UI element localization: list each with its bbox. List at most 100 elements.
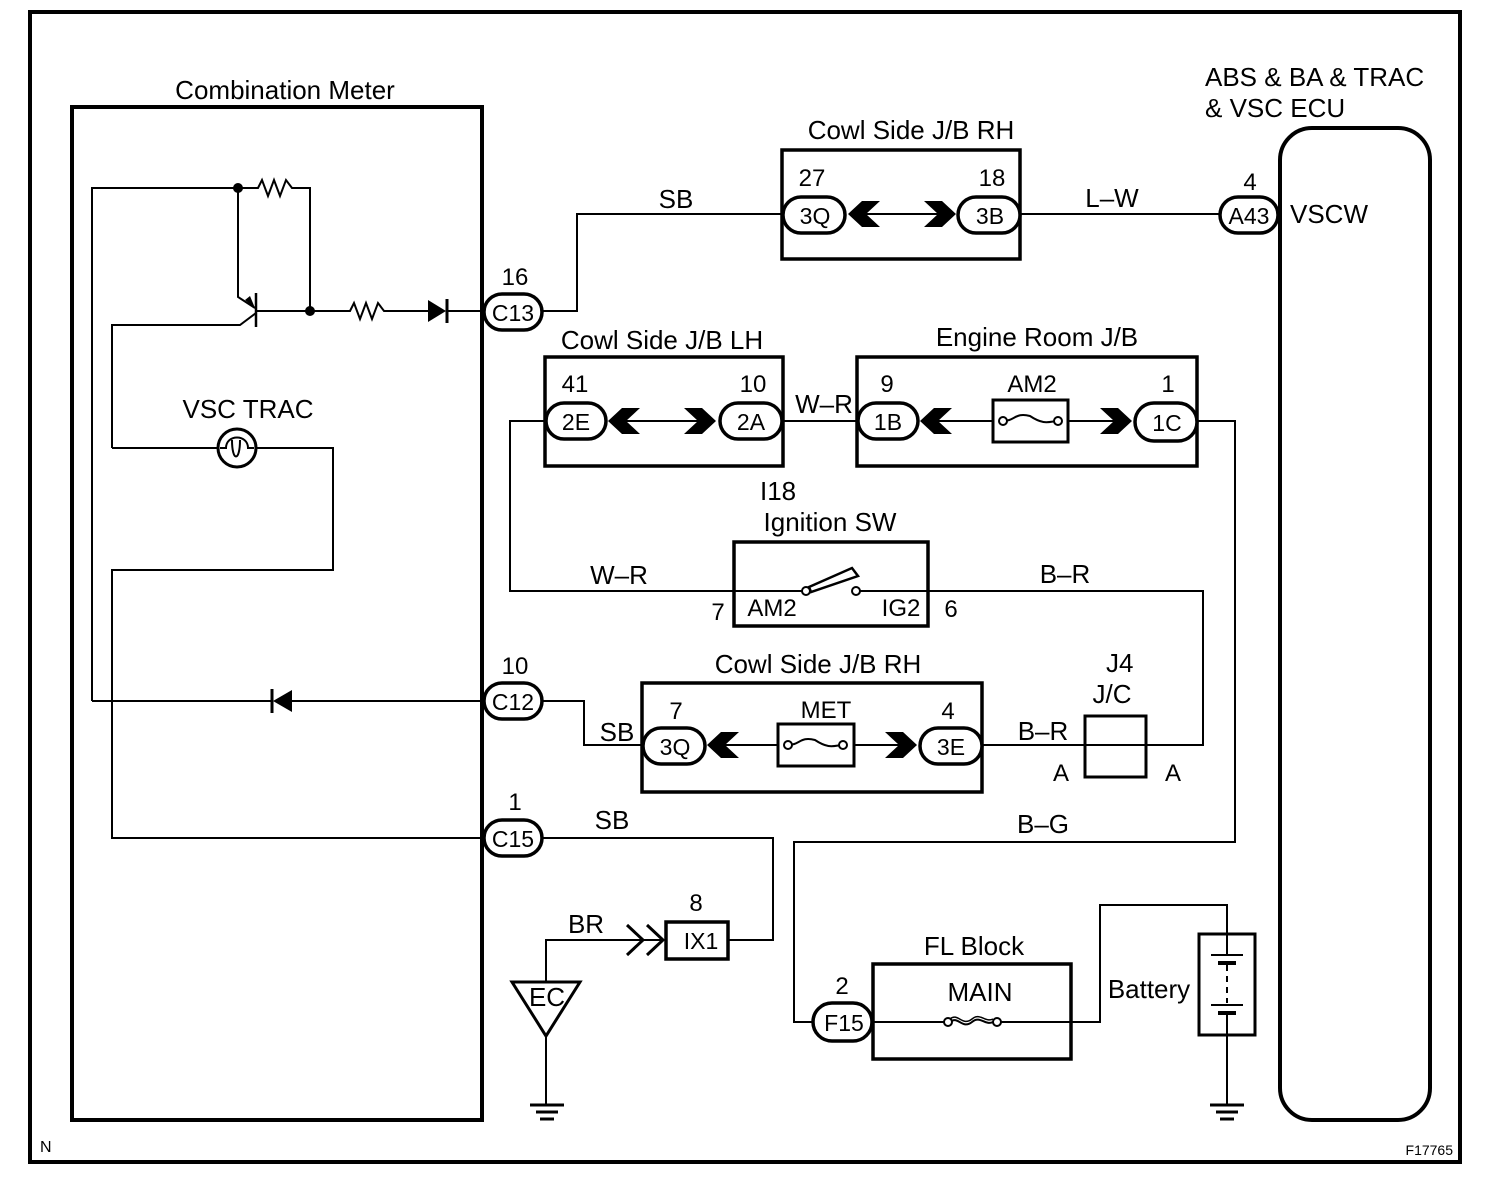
wire-color-label: B–R: [1040, 559, 1091, 589]
junction-block-title: Cowl Side J/B RH: [808, 115, 1015, 145]
ecu-title-line1: ABS & BA & TRAC: [1205, 62, 1424, 92]
wire-color-label: SB: [600, 717, 635, 747]
switch-pin-number: 7: [711, 599, 724, 626]
fl-block-title: FL Block: [924, 931, 1025, 961]
connector-f15[interactable]: 2 F15: [811, 973, 874, 1043]
junction-block-title: Cowl Side J/B LH: [561, 325, 763, 355]
wire-color-label: B–G: [1017, 809, 1069, 839]
male-terminal-icon: [1100, 408, 1132, 434]
battery-label: Battery: [1108, 974, 1190, 1004]
combination-meter: Combination Meter VSC TRAC: [70, 75, 484, 1122]
wire-ec-to-ix1[interactable]: [545, 939, 662, 982]
switch-terminal: [851, 586, 861, 596]
fusible-link-icon: [949, 1018, 994, 1026]
ignition-switch: I18 Ignition SW AM2 IG2 7 6: [711, 476, 958, 628]
connector-c12[interactable]: 10 C12: [482, 653, 544, 721]
junction-connector-j4[interactable]: J4 J/C A A: [1053, 648, 1181, 787]
connector-pin-number: 41: [562, 371, 589, 398]
female-terminal-icon: [707, 732, 739, 758]
connector-3q[interactable]: [641, 726, 707, 766]
connector-pin-number: 1: [508, 789, 521, 816]
switch-terminal-label: IG2: [882, 595, 921, 622]
cowl-side-jb-rh-top: Cowl Side J/B RH 27 3Q 18 3B: [780, 115, 1022, 261]
connector-pin-number: 10: [502, 653, 529, 680]
vsc-trac-label: VSC TRAC: [183, 394, 314, 424]
connector-id: 3E: [937, 734, 965, 760]
connector-pin-number: 27: [799, 165, 826, 192]
engine-room-jb: Engine Room J/B 9 1B AM2 1 1C: [855, 322, 1199, 468]
ecu-box: [1278, 126, 1432, 1122]
male-terminal-icon: [885, 732, 917, 758]
fuse-label: AM2: [1007, 371, 1056, 398]
connector-id: A43: [1229, 203, 1270, 229]
switch-terminal-label: AM2: [747, 595, 796, 622]
connector-pin-number: 8: [689, 890, 702, 917]
transistor-base-wire: [111, 312, 257, 448]
wire-color-label: SB: [595, 805, 630, 835]
fuse-terminal: [998, 416, 1008, 426]
connector-a43[interactable]: 4 A43: [1218, 169, 1280, 235]
connector-1b[interactable]: [856, 401, 920, 441]
lamp-icon: [216, 427, 258, 469]
transistor-emitter: [237, 188, 256, 309]
connector-id: 2A: [737, 409, 766, 435]
junction-block-box: [543, 355, 785, 468]
connector-id: 3Q: [660, 734, 691, 760]
wire-color-label: W–R: [590, 560, 648, 590]
wire-fl-to-battery[interactable]: [1071, 904, 1228, 1023]
fuse-label: MAIN: [948, 977, 1013, 1007]
switch-lever-icon: [807, 566, 861, 594]
fuse-terminal: [943, 1017, 953, 1027]
connector-c15[interactable]: 1 C15: [482, 789, 544, 858]
transistor-arrow: [245, 296, 255, 308]
connector-id: 1C: [1152, 410, 1181, 436]
wire-c13-to-3q[interactable]: [542, 213, 783, 312]
jc-pin-label: A: [1165, 760, 1181, 787]
connector-3q[interactable]: [781, 195, 847, 235]
fl-block-box: [871, 962, 1073, 1061]
wire-c15-to-ix1[interactable]: [542, 837, 774, 941]
connector-pin-number: 4: [941, 698, 954, 725]
resistor-icon: [238, 177, 311, 311]
junction-connector-box: [1083, 714, 1148, 779]
ground-point-label: EC: [529, 982, 565, 1012]
junction-block-box: [855, 355, 1199, 468]
ignition-switch-title: Ignition SW: [764, 507, 897, 537]
connector-id: 1B: [874, 409, 902, 435]
ecu-title-line2: & VSC ECU: [1205, 93, 1345, 123]
fl-block: FL Block MAIN: [871, 931, 1073, 1061]
wire-c12-to-3q[interactable]: [542, 700, 643, 746]
wire-2e-to-am2[interactable]: [509, 420, 806, 592]
fusible-link-line: [949, 1015, 994, 1023]
ignition-switch-box: [732, 540, 930, 628]
junction-block-title: Cowl Side J/B RH: [715, 649, 922, 679]
battery: Battery: [1108, 932, 1257, 1121]
junction-block-box: [780, 148, 1022, 261]
outer-frame: [28, 10, 1462, 1164]
cowl-side-jb-lh: Cowl Side J/B LH 41 2E 10 2A: [543, 325, 785, 468]
fuse-terminal: [783, 740, 793, 750]
male-terminal-icon: [684, 408, 716, 434]
connector-ix1[interactable]: 8 IX1: [664, 890, 730, 961]
corner-mark: N: [40, 1139, 52, 1156]
connector-pin-number: 9: [880, 371, 893, 398]
connector-shape: [664, 920, 730, 961]
wire-1c-to-f15[interactable]: [793, 420, 1236, 1023]
fuse-label: MET: [801, 697, 852, 724]
junction-connector-code: J4: [1106, 648, 1133, 678]
fuse-terminal: [838, 740, 848, 750]
connector-shape: [811, 1001, 874, 1043]
ground-point-ec: EC: [509, 980, 583, 1121]
meter-internal-wire: [111, 447, 482, 839]
cowl-side-jb-rh-bottom: Cowl Side J/B RH 7 3Q MET 4 3E: [640, 649, 984, 794]
wire-ig2-to-j4[interactable]: [860, 590, 1204, 746]
connector-c13[interactable]: 16 C13: [482, 264, 544, 332]
fuse-terminal: [1053, 416, 1063, 426]
male-terminal-icon: [645, 923, 666, 957]
combination-meter-title: Combination Meter: [175, 75, 395, 105]
ignition-switch-code: I18: [760, 476, 796, 506]
ecu-terminal-label: VSCW: [1290, 199, 1368, 229]
female-terminal-icon: [920, 408, 952, 434]
female-terminal-icon: [608, 408, 640, 434]
